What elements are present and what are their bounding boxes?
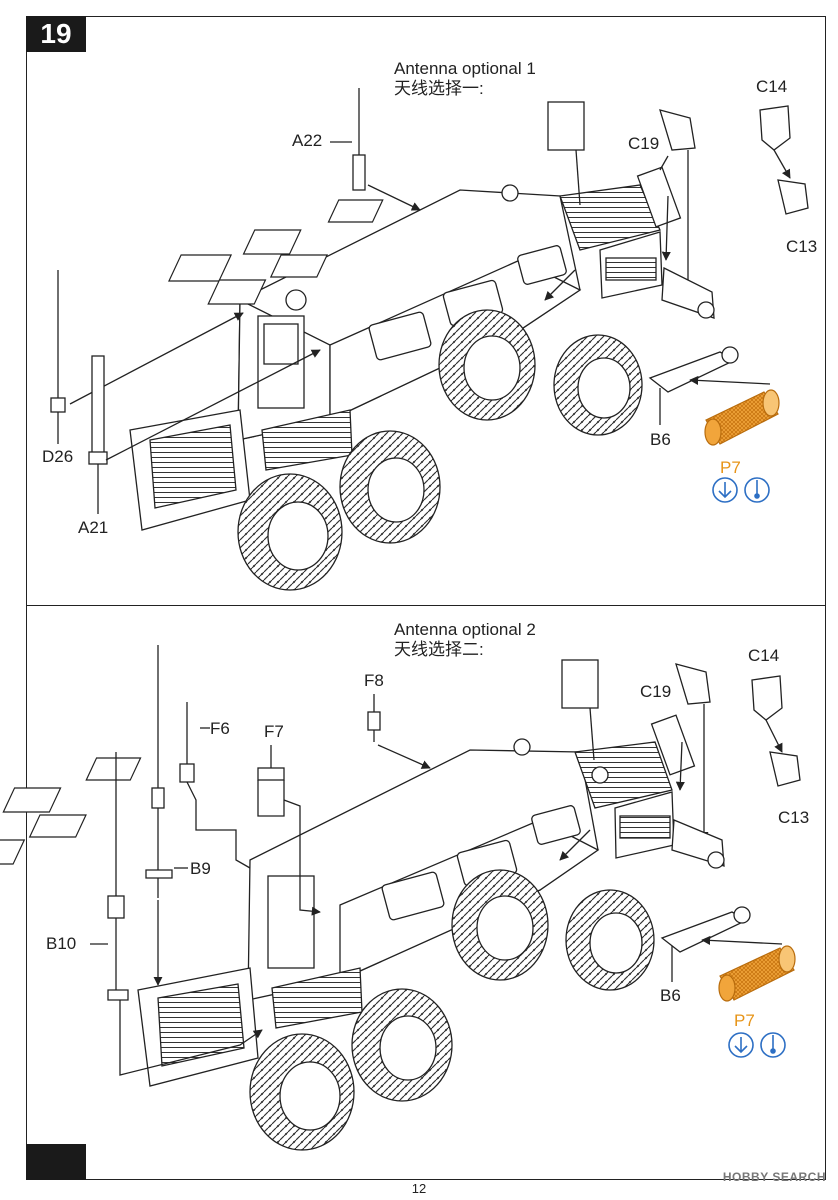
panel-divider (26, 605, 826, 606)
page-number: 12 (411, 1181, 427, 1196)
label-f8: F8 (364, 671, 384, 690)
label-a22: A22 (292, 131, 323, 150)
vehicle-bottom (0, 659, 675, 1087)
part-c14 (759, 105, 791, 151)
top-caption-en: Antenna optional 1 (394, 59, 536, 78)
label-c19-top: C19 (628, 134, 660, 153)
roof-hatch (207, 279, 267, 305)
label-f7: F7 (264, 722, 284, 741)
part-c19 (636, 166, 682, 228)
part-p7-top (704, 389, 780, 446)
step-number-badge: 19 (26, 16, 86, 52)
roof-hatch (242, 229, 302, 255)
label-b10: B10 (46, 934, 77, 953)
corner-marker (26, 1144, 86, 1180)
part-c13 (777, 179, 809, 215)
roof-hatch (327, 199, 384, 223)
label-c13-top: C13 (786, 237, 818, 256)
part-c19 (650, 714, 696, 776)
top-caption-cn: 天线选择一: (394, 79, 484, 98)
roof-hatch (269, 254, 329, 278)
bottom-caption-cn: 天线选择二: (394, 640, 484, 659)
label-c19-bottom: C19 (640, 682, 672, 701)
wheels-top (237, 309, 643, 591)
part-c14 (751, 675, 783, 721)
label-b9: B9 (190, 859, 211, 878)
label-c14-top: C14 (756, 77, 788, 96)
label-a21: A21 (78, 518, 109, 537)
antenna-a21 (91, 355, 105, 457)
roof-hatch (168, 254, 233, 282)
label-b6-bottom: B6 (660, 986, 681, 1005)
antenna-parts-bottom (90, 645, 801, 1076)
page-frame (26, 16, 826, 1180)
label-d26: D26 (42, 447, 74, 466)
part-c13 (769, 751, 801, 787)
label-c14-bottom: C14 (748, 646, 780, 665)
label-b6-top: B6 (650, 430, 671, 449)
antenna-parts-top (50, 88, 809, 514)
instruction-icons-bottom (728, 1032, 786, 1058)
part-p7-bottom (718, 945, 796, 1002)
label-p7-bottom: P7 (734, 1011, 755, 1030)
watermark-text: HOBBY SEARCH (722, 1170, 826, 1184)
label-p7-top: P7 (720, 458, 741, 477)
label-f6: F6 (210, 719, 230, 738)
bottom-caption-en: Antenna optional 2 (394, 620, 536, 639)
label-c13-bottom: C13 (778, 808, 810, 827)
instruction-icons-top (712, 477, 770, 503)
antenna-f7 (257, 767, 285, 781)
wheels-bottom (249, 869, 655, 1151)
